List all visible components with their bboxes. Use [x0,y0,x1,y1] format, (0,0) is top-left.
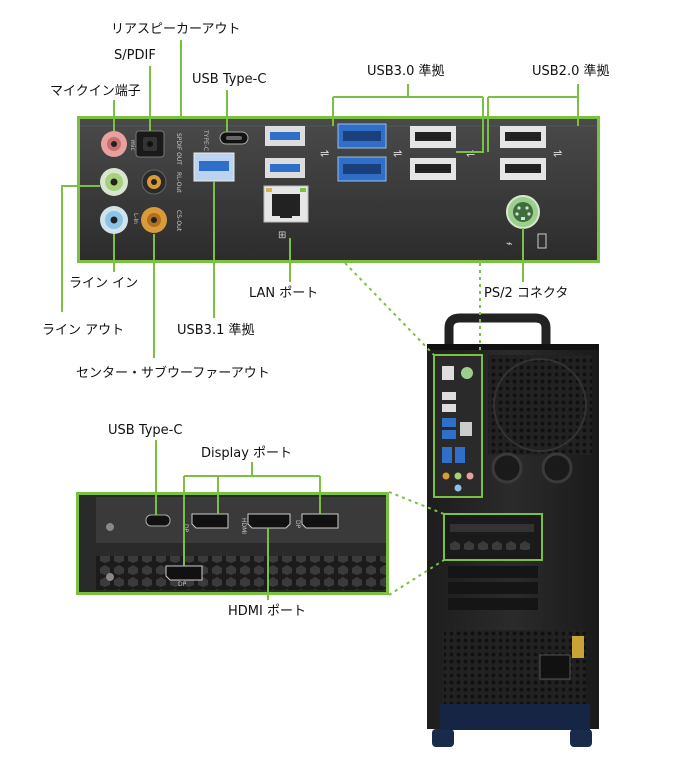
label-line-in: ライン イン [69,276,139,291]
gpu-panel: DP HDMI DP DP [76,492,389,595]
gpu-mark-dp: DP [178,581,187,588]
label-hdmi-port: HDMI ポート [228,604,306,619]
usb31-port [193,152,235,182]
usb-symbol-icon: ⇌ [320,147,329,160]
audio-mark-mic: mic [129,140,136,151]
zoom-lines [344,262,481,596]
label-usb20: USB2.0 準拠 [532,64,610,79]
label-spdif: S/PDIF [114,48,156,63]
usb30-port [265,158,305,178]
usb20-port [500,158,546,180]
label-usb31: USB3.1 準拠 [177,323,255,338]
usb20-port [500,126,546,148]
displayport-port [165,565,203,581]
usb30-port [265,126,305,146]
label-usb-typec-gpu: USB Type-C [108,423,183,438]
pc-tower [427,313,599,747]
leader-lines [61,40,579,600]
usb20-port [410,126,456,148]
label-usb-typec-rear: USB Type-C [192,72,267,87]
usb-symbol-icon: ⇌ [466,147,475,160]
audio-mark-spdif: SPDIF OUT [175,133,182,165]
spdif-port [135,130,165,158]
line-out-jack [100,168,128,196]
usb30-port [337,123,387,149]
mic-in-jack [101,131,127,157]
usb20-port [410,158,456,180]
usb30-port [337,156,387,182]
audio-mark-csout: CS-Out [175,210,182,232]
usb-typec-gpu-port [145,514,171,527]
audio-mark-rlout: RL-Out [175,172,182,193]
mouse-icon: ⌁ [506,237,513,250]
usb-symbol-icon: ⇌ [393,147,402,160]
label-mic-in: マイクイン端子 [50,84,141,99]
displayport-port [301,513,339,529]
keyboard-icon [537,233,547,249]
hdmi-port [247,513,291,529]
line-in-jack [100,206,128,234]
ps2-port [506,195,540,229]
label-ps2-connector: PS/2 コネクタ [484,286,569,301]
gpu-mark-hdmi: HDMI [240,518,247,534]
label-rear-speaker-out: リアスピーカーアウト [111,22,241,37]
label-usb30: USB3.0 準拠 [367,64,445,79]
audio-mark-lin: L-In [132,213,139,224]
label-display-port: Display ポート [201,446,293,461]
usb-typec-rear-port [219,131,249,145]
typec-mark: TYPE-C [202,129,209,151]
gpu-mark-dp: DP [182,524,189,533]
label-line-out: ライン アウト [42,323,125,338]
rear-speaker-jack [141,169,167,195]
lan-port [263,185,309,223]
lan-icon: ⊞ [278,230,286,241]
io-panel: SPDIF OUT RL-Out CS-Out L-In mic TYPE-C [77,116,600,263]
displayport-port [191,513,229,529]
gpu-mark-dp: DP [294,520,301,529]
label-center-sub-out: センター・サブウーファーアウト [76,366,270,381]
center-sub-jack [141,207,167,233]
usb-symbol-icon: ⇌ [553,147,562,160]
label-lan-port: LAN ポート [249,286,319,301]
